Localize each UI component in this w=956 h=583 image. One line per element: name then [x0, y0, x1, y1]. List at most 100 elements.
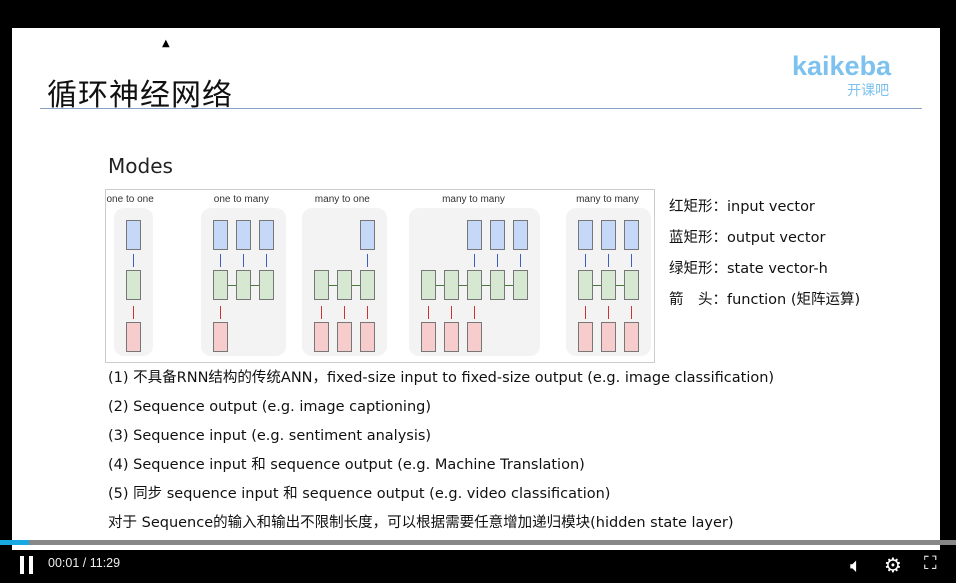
input-arrow [321, 306, 322, 319]
state-box [337, 270, 352, 300]
output-arrow [585, 254, 586, 267]
output-box [513, 220, 528, 250]
title-divider [40, 108, 922, 109]
recurrent-arrow [352, 285, 360, 286]
list-item: (2) Sequence output (e.g. image captioni… [108, 399, 432, 415]
current-time: 00:01 [48, 556, 80, 570]
state-box [213, 270, 228, 300]
state-box [624, 270, 639, 300]
state-box [467, 270, 482, 300]
state-box [490, 270, 505, 300]
state-box [421, 270, 436, 300]
state-box [236, 270, 251, 300]
input-box [467, 322, 482, 352]
state-box [126, 270, 141, 300]
input-box [578, 322, 593, 352]
mode-label: many to many [576, 194, 639, 205]
output-box [467, 220, 482, 250]
output-arrow [243, 254, 244, 267]
section-heading: Modes [108, 154, 173, 178]
recurrent-arrow [228, 285, 236, 286]
legend-output: 蓝矩形：output vector [669, 230, 826, 246]
input-arrow [428, 306, 429, 319]
state-box [360, 270, 375, 300]
mode-label: one to one [106, 194, 154, 205]
output-arrow [367, 254, 368, 267]
state-box [444, 270, 459, 300]
recurrent-arrow [505, 285, 513, 286]
state-box [513, 270, 528, 300]
fullscreen-icon[interactable]: ⛶ [924, 553, 937, 574]
list-item: (1) 不具备RNN结构的传统ANN，fixed-size input to f… [108, 370, 775, 386]
recurrent-arrow [436, 285, 444, 286]
list-item: (4) Sequence input 和 sequence output (e.… [108, 457, 585, 473]
state-box [578, 270, 593, 300]
output-box [360, 220, 375, 250]
output-arrow [220, 254, 221, 267]
list-item: 对于 Sequence的输入和输出不限制长度，可以根据需要任意增加递归模块(hi… [108, 515, 734, 531]
progress-fill [0, 540, 29, 545]
input-box [213, 322, 228, 352]
legend: 红矩形：input vector 蓝矩形：output vector 绿矩形：s… [669, 192, 860, 316]
input-arrow [474, 306, 475, 319]
input-arrow [585, 306, 586, 319]
legend-input: 红矩形：input vector [669, 199, 815, 215]
volume-icon[interactable]: 🔈︎ [850, 553, 862, 577]
input-arrow [344, 306, 345, 319]
output-arrow [631, 254, 632, 267]
logo-brand: kaikeba [792, 51, 892, 81]
list-item: (3) Sequence input (e.g. sentiment analy… [108, 428, 432, 444]
output-arrow [474, 254, 475, 267]
logo: kaikeba 开课吧 [792, 52, 891, 100]
input-box [421, 322, 436, 352]
output-arrow [133, 254, 134, 267]
recurrent-arrow [482, 285, 490, 286]
mode-list: (1) 不具备RNN结构的传统ANN，fixed-size input to f… [108, 364, 774, 538]
progress-bar[interactable] [0, 540, 956, 545]
slide-title: 循环神经网络 [47, 78, 233, 113]
state-box [601, 270, 616, 300]
recurrent-arrow [593, 285, 601, 286]
input-box [624, 322, 639, 352]
list-item: (5) 同步 sequence input 和 sequence output … [108, 486, 611, 502]
output-box [578, 220, 593, 250]
output-box [490, 220, 505, 250]
rnn-modes-diagram: one to one one to many many to one many to … [105, 189, 655, 363]
output-arrow [608, 254, 609, 267]
recurrent-arrow [459, 285, 467, 286]
input-arrow [133, 306, 134, 319]
state-box [314, 270, 329, 300]
output-box [624, 220, 639, 250]
input-arrow [367, 306, 368, 319]
input-arrow [631, 306, 632, 319]
state-box [259, 270, 274, 300]
mouse-cursor-icon: ▲ [162, 38, 170, 49]
legend-arrow: 箭 头：function (矩阵运算) [669, 292, 861, 308]
input-box [126, 322, 141, 352]
player-controls: 00:01 / 11:29 🔈︎ ⚙ ⛶ [0, 550, 956, 583]
duration: 11:29 [89, 556, 121, 570]
input-box [601, 322, 616, 352]
output-arrow [497, 254, 498, 267]
input-box [337, 322, 352, 352]
output-box [213, 220, 228, 250]
logo-sub: 开课吧 [847, 83, 890, 99]
legend-state: 绿矩形：state vector-h [669, 261, 828, 277]
recurrent-arrow [329, 285, 337, 286]
output-box [236, 220, 251, 250]
settings-gear-icon[interactable]: ⚙ [884, 553, 902, 577]
output-box [126, 220, 141, 250]
pause-button[interactable] [20, 556, 34, 574]
mode-label: many to many [442, 194, 505, 205]
input-box [444, 322, 459, 352]
mode-label: many to one [314, 194, 370, 205]
input-box [314, 322, 329, 352]
input-arrow [220, 306, 221, 319]
mode-label: one to many [213, 194, 269, 205]
input-box [360, 322, 375, 352]
output-arrow [520, 254, 521, 267]
time-display: 00:01 / 11:29 [48, 556, 120, 570]
output-box [601, 220, 616, 250]
input-arrow [608, 306, 609, 319]
